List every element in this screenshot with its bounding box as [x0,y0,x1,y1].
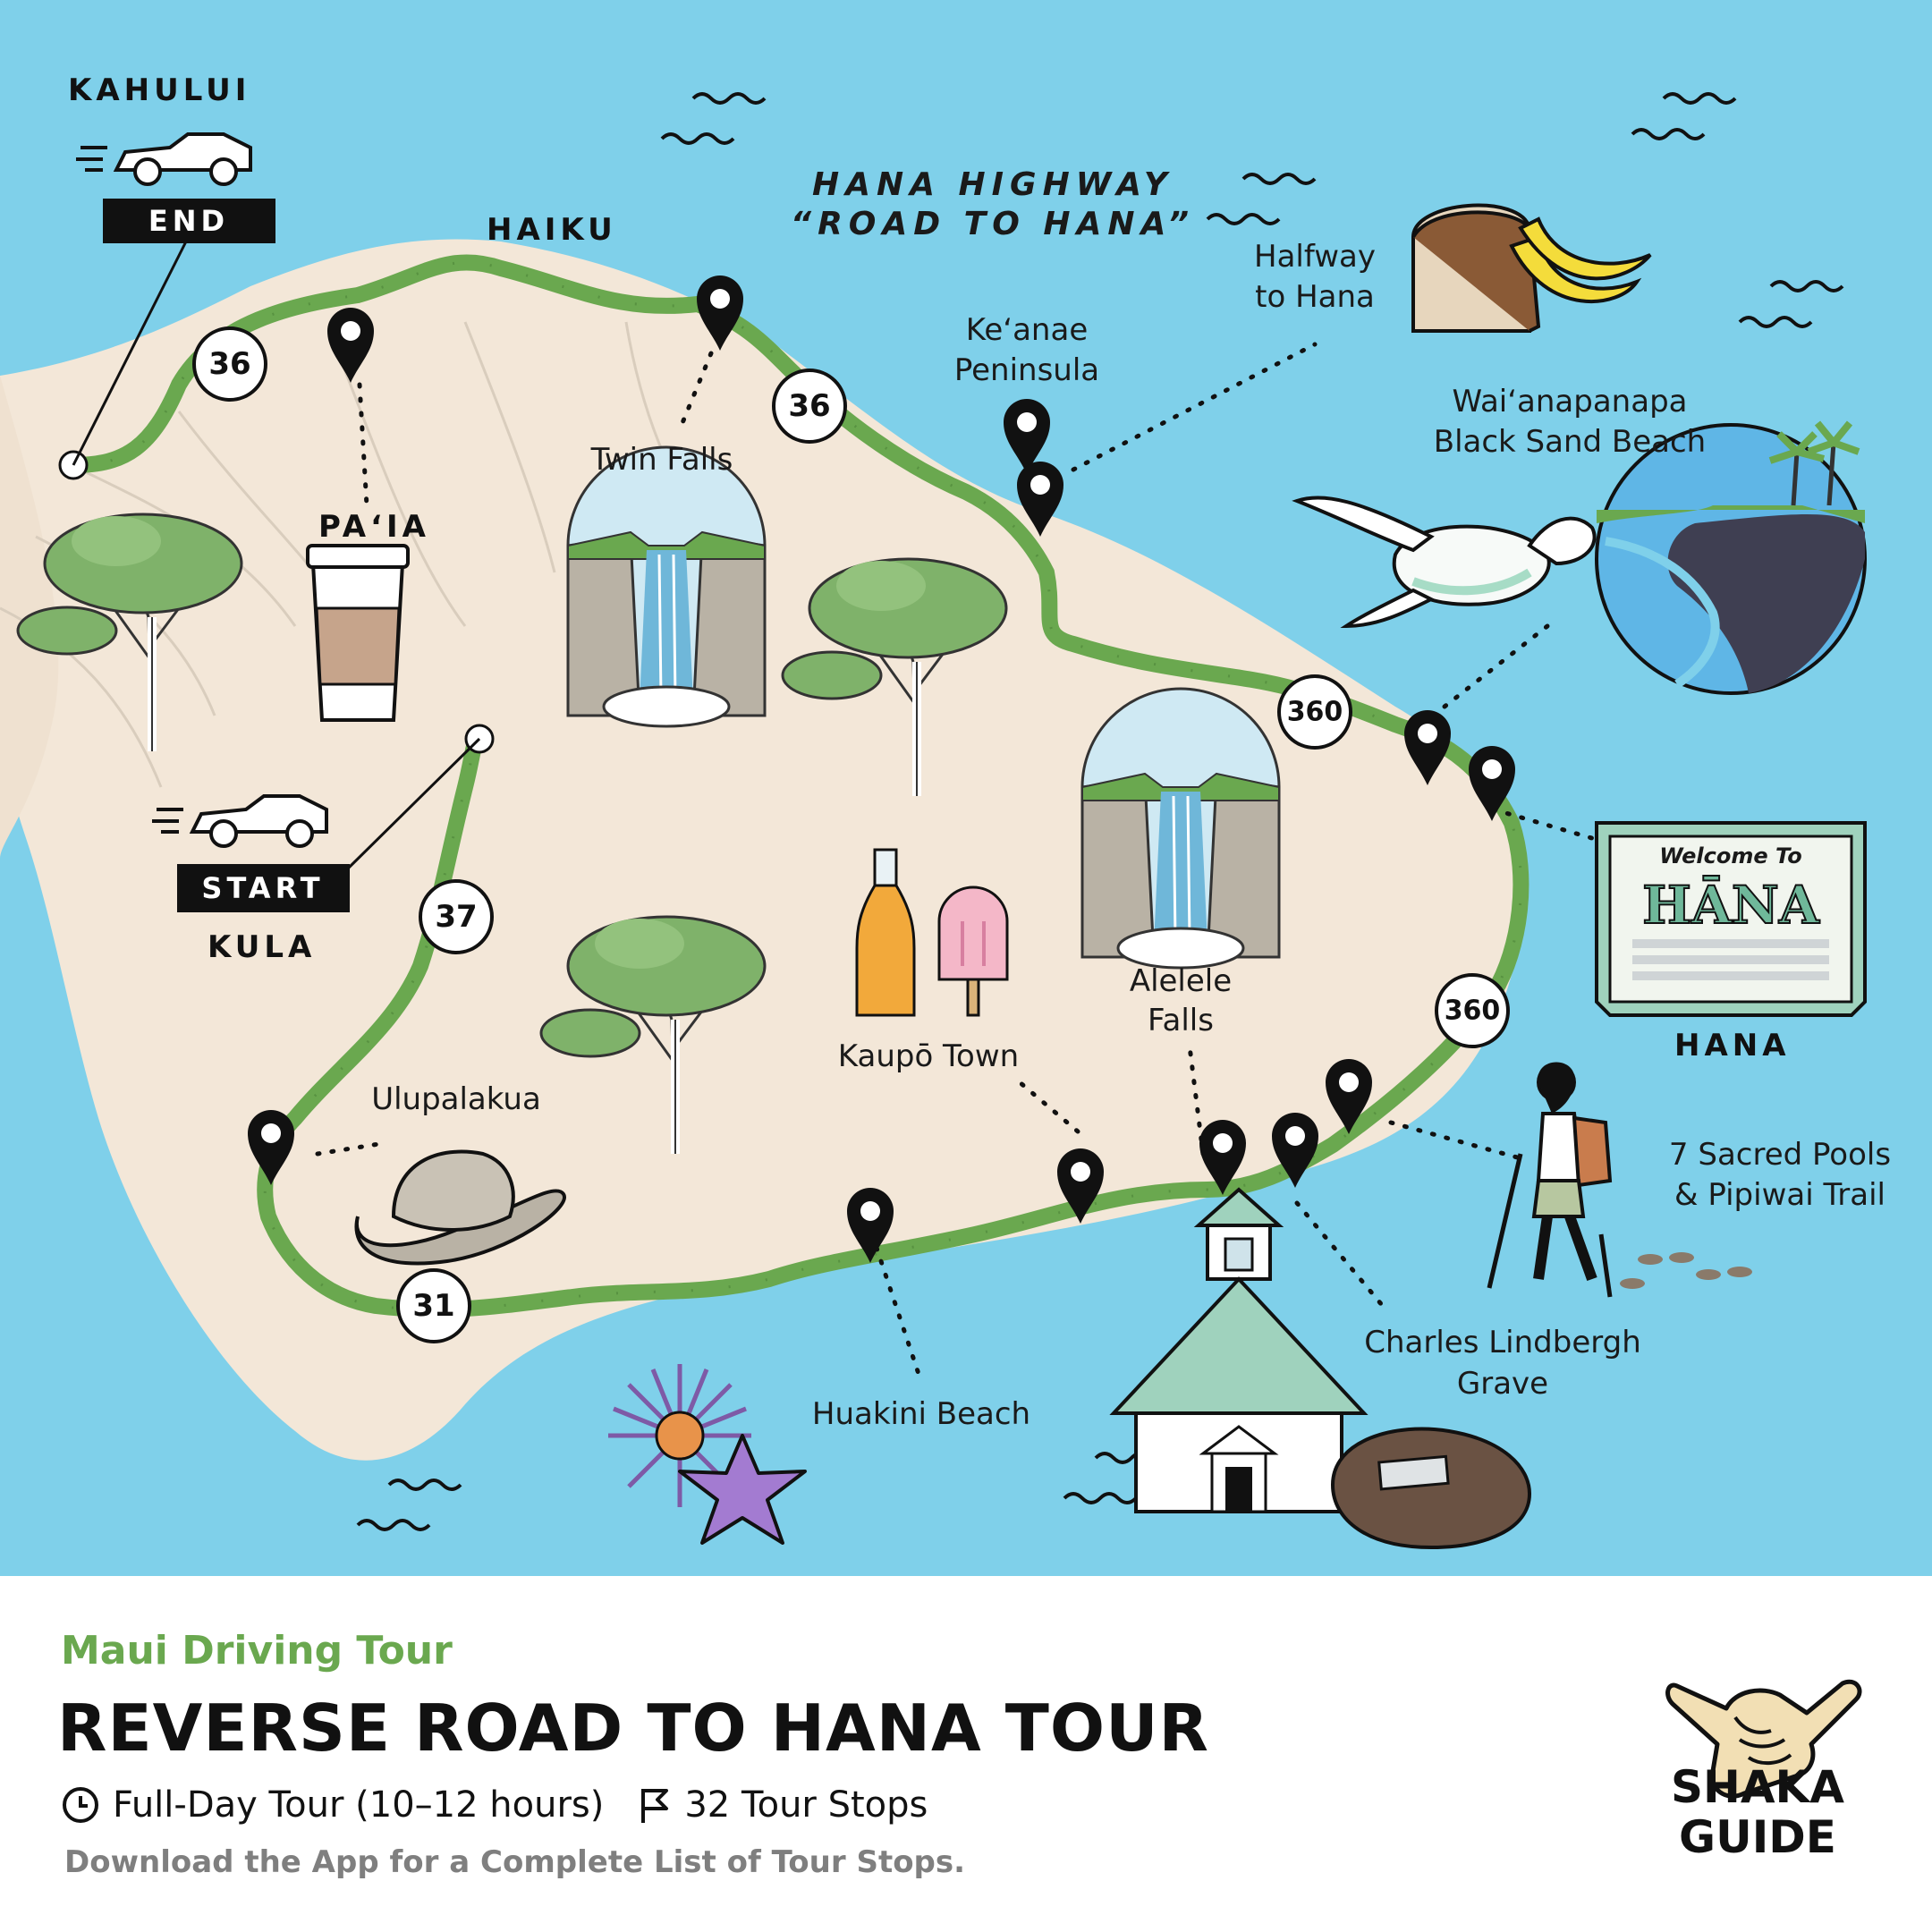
stop-label-huakini: Huakini Beach [812,1396,1030,1432]
end-badge [103,199,275,243]
popsicle-icon [937,886,1009,1017]
map-title-line2: “ROAD TO HANA” [791,206,1195,242]
clock-icon [63,1787,98,1823]
cowboy-hat-icon [354,1149,566,1266]
sea-urchin-icon [608,1364,751,1507]
flag-icon [641,1789,669,1823]
sea-turtle-icon [1292,496,1597,629]
route-marker: 36 [192,326,267,402]
stop-label-halfway-2: to Hana [1255,279,1375,315]
stop-label-sacred-pools: 7 Sacred Pools [1669,1137,1891,1173]
svg-text:37: 37 [435,899,477,935]
footer-panel [0,1576,1932,1932]
svg-text:31: 31 [412,1288,454,1324]
hiker-icon [1487,1062,1613,1298]
grave-stone-icon [1330,1427,1532,1550]
stop-label-lindbergh: Charles Lindbergh [1364,1325,1641,1360]
stop-label-halfway: Halfway [1254,239,1376,275]
map-illustration: KAHULUI END START KULA HAIKU PA‘IA HANA … [0,0,1932,1576]
download-note: Download the App for a Complete List of … [64,1844,966,1880]
welcome-to-hana-sign: Welcome To HĀNA [1595,821,1867,1017]
starfish-icon [678,1434,807,1545]
route-marker: 31 [396,1268,471,1343]
stop-label-waianapanapa: Wai‘anapanapa [1453,384,1688,419]
place-hana: HANA [1674,1028,1791,1063]
route-marker: 360 [1277,674,1352,750]
map-title-line1: HANA HIGHWAY [812,166,1174,203]
stop-label-keanae: Ke‘anae [966,312,1088,348]
route-marker: 360 [1435,973,1510,1048]
svg-text:36: 36 [208,346,250,382]
stop-label-sacred-pools-2: & Pipiwai Trail [1674,1177,1885,1213]
brand-line1: SHAKA [1671,1761,1844,1813]
svg-text:360: 360 [1445,996,1501,1027]
stop-label-twin-falls: Twin Falls [590,442,733,478]
waterfall-icon [1080,687,1281,970]
sign-hana-text: HĀNA [1642,875,1820,936]
route-marker: 36 [772,369,847,444]
svg-text:360: 360 [1287,697,1343,728]
brand-line2: GUIDE [1679,1811,1836,1863]
place-kula: KULA [208,929,316,965]
stop-label-alelele-2: Falls [1148,1003,1214,1038]
place-kahului: KAHULUI [68,72,250,108]
tour-duration: Full-Day Tour (10–12 hours) [113,1784,605,1826]
banana-bread-icon [1411,203,1652,333]
tour-info: Full-Day Tour (10–12 hours) 32 Tour Stop… [61,1780,960,1830]
soda-bottle-icon [855,848,916,1017]
stop-label-keanae-2: Peninsula [954,352,1099,388]
stop-label-ulupalakua: Ulupalakua [371,1081,541,1117]
start-badge [177,864,350,912]
start-badge-label: START [201,871,324,905]
end-badge-label: END [148,204,229,238]
shaka-hand-icon [1665,1679,1862,1799]
waterfall-icon [566,445,767,728]
place-haiku: HAIKU [487,212,617,248]
stop-label-kaupo: Kaupō Town [838,1038,1019,1074]
tour-title: REVERSE ROAD TO HANA TOUR [57,1690,1209,1766]
stop-label-alelele: Alelele [1130,963,1232,999]
place-paia: PA‘IA [318,509,430,545]
tour-subtitle: Maui Driving Tour [61,1628,453,1674]
convertible-car-icon [76,132,252,186]
tour-stops-count: 32 Tour Stops [684,1784,928,1826]
route-marker: 37 [419,879,494,954]
black-sand-beach-icon [1595,420,1867,695]
stop-label-waianapanapa-2: Black Sand Beach [1434,424,1706,460]
coffee-cup-icon [306,544,410,722]
brand-logo-text: SHAKA GUIDE [1646,1762,1869,1862]
convertible-car-icon [152,794,328,848]
stop-label-lindbergh-2: Grave [1457,1366,1548,1402]
tour-route [65,254,1530,1318]
svg-text:36: 36 [788,388,830,424]
sign-welcome-text: Welcome To [1659,843,1802,869]
